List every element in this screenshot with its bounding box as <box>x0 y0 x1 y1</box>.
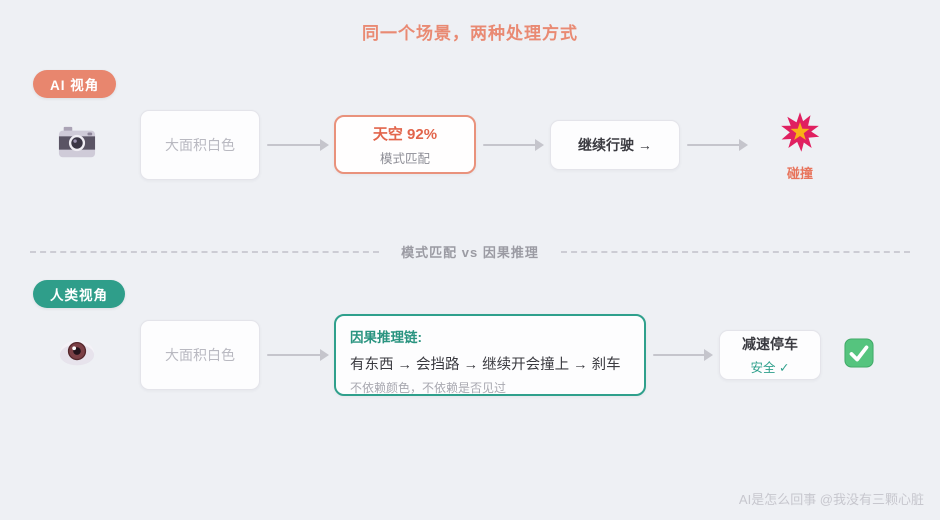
ai-perspective-badge: AI 视角 <box>33 70 117 98</box>
check-icon <box>844 338 874 373</box>
collision-icon <box>778 110 822 159</box>
human-input-box: 大面积白色 <box>140 320 260 390</box>
eye-icon <box>58 337 96 374</box>
ai-recognition-method: 模式匹配 <box>379 151 430 166</box>
ai-action-label: 继续行驶 → <box>578 137 652 153</box>
human-action-box: 减速停车 安全 ✓ <box>719 330 821 380</box>
ai-recognition-box: 天空 92% 模式匹配 <box>334 115 476 174</box>
ai-recognition-result: 天空 92% <box>372 125 438 143</box>
ai-input-box: 大面积白色 <box>140 110 260 180</box>
flow-arrow <box>267 349 329 361</box>
watermark: AI是怎么回事 @我没有三颗心脏 <box>738 492 924 507</box>
reasoning-title: 因果推理链: <box>350 330 422 345</box>
human-input-label: 大面积白色 <box>165 347 235 363</box>
reasoning-note: 不依赖颜色，不依赖是否见过 <box>350 381 507 395</box>
human-perspective-badge: 人类视角 <box>33 280 125 308</box>
divider-dash-left <box>30 250 380 253</box>
divider-dash-right <box>560 250 910 253</box>
human-action-safety: 安全 ✓ <box>750 361 790 375</box>
camera-icon <box>58 126 96 165</box>
human-action-label: 减速停车 <box>742 336 798 352</box>
causal-reasoning-box: 因果推理链: 有东西 → 会挡路 → 继续开会撞上 → 刹车 不依赖颜色，不依赖… <box>334 314 646 396</box>
reasoning-chain: 有东西 → 会挡路 → 继续开会撞上 → 刹车 <box>350 357 621 373</box>
flow-arrow <box>267 139 329 151</box>
ai-outcome: 碰撞 <box>770 110 830 182</box>
section-divider: 模式匹配 vs 因果推理 <box>30 242 910 261</box>
flow-arrow <box>483 139 544 151</box>
page-title: 同一个场景，两种处理方式 <box>362 24 578 43</box>
ai-input-label: 大面积白色 <box>165 137 235 153</box>
flow-arrow <box>653 349 713 361</box>
collision-label: 碰撞 <box>786 166 813 181</box>
ai-action-box: 继续行驶 → <box>550 120 680 170</box>
divider-label: 模式匹配 vs 因果推理 <box>401 245 539 260</box>
flow-arrow <box>687 139 748 151</box>
